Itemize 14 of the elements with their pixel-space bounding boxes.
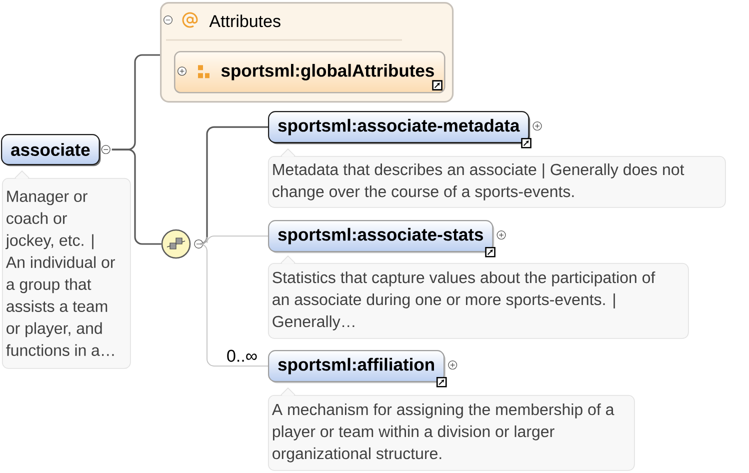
element-box: sportsml:associate-stats [268, 220, 494, 254]
reference-box: sportsml:globalAttributes [174, 51, 446, 94]
connector-line [199, 126, 268, 245]
connector-line [200, 236, 268, 244]
note-box: Metadata that describes an associate | Generally does not change over the course of a sports-events. [268, 148, 726, 208]
edge-label: 0..∞ [226, 348, 259, 363]
element-box: associate [1, 134, 101, 166]
note-box: Manager or coach or jockey, etc. | An individual or a group that assists a team or player, and functions in a… [2, 170, 131, 369]
note-box: Statistics that capture values about the participation of an associate during one or more sports-events. | Generally… [268, 255, 689, 339]
note-box: A mechanism for assigning the membership of a player or team within a division or larger organizational structure. [268, 387, 635, 471]
connector-line [112, 148, 162, 245]
element-box: sportsml:affiliation [268, 350, 446, 384]
connector-line [200, 244, 268, 366]
element-box: sportsml:associate-metadata [268, 111, 530, 144]
